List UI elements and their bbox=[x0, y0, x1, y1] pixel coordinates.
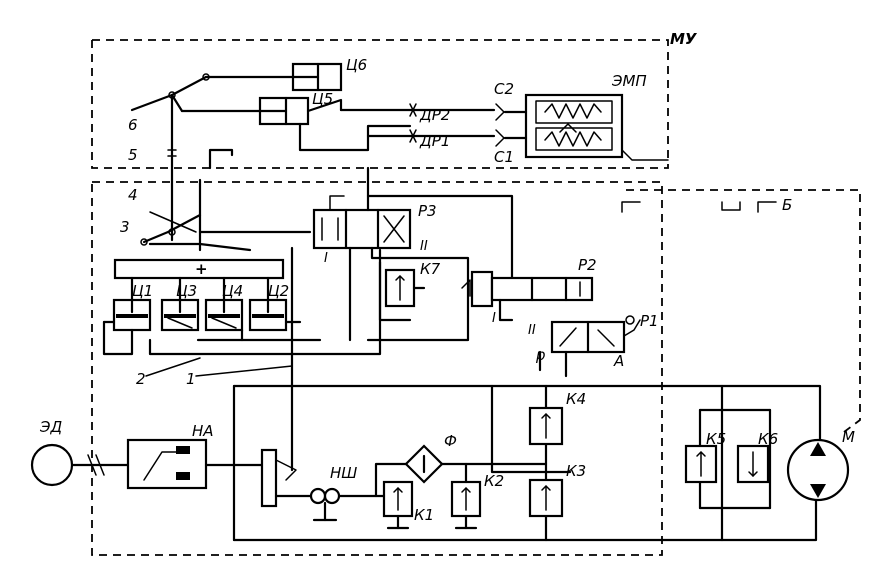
label-f: Ф bbox=[444, 432, 457, 450]
label-c2: Ц2 bbox=[268, 282, 289, 300]
label-s2: С2 bbox=[494, 80, 514, 98]
label-c6: Ц6 bbox=[346, 56, 367, 74]
label-n5: 5 bbox=[128, 146, 138, 164]
label-nsh: НШ bbox=[330, 464, 357, 482]
label-m: М bbox=[842, 428, 855, 446]
label-b: Б bbox=[782, 196, 792, 214]
label-n4: 4 bbox=[128, 186, 138, 204]
label-n2: 2 bbox=[136, 370, 146, 388]
label-p3: Р3 bbox=[418, 202, 437, 220]
main-frame bbox=[91, 181, 663, 556]
hydro-motor-m: М bbox=[786, 428, 855, 502]
label-k3: К3 bbox=[566, 462, 586, 480]
label-c3: Ц3 bbox=[176, 282, 197, 300]
label-k1: К1 bbox=[414, 506, 434, 524]
throttle-dr2: ДР2 bbox=[339, 103, 496, 124]
label-c1: Ц1 bbox=[132, 282, 153, 300]
label-s1: С1 bbox=[494, 148, 514, 166]
control-unit-frame: МУ bbox=[91, 30, 698, 169]
cylinder-c5: Ц5 bbox=[180, 90, 333, 126]
label-valve-p3-pos-ii: II bbox=[420, 239, 428, 254]
emp-converter: ЭМП bbox=[503, 72, 669, 161]
feedback-line: Б bbox=[621, 189, 861, 436]
label-valve-p2-pos-i: I bbox=[492, 311, 496, 326]
label-valve-p3-pos-i: I bbox=[324, 251, 328, 266]
cylinder-block: + Ц1 Ц3 Ц4 Ц2 2 1 bbox=[102, 248, 382, 388]
label-k5: К5 bbox=[706, 430, 726, 448]
label-p2: Р2 bbox=[578, 256, 597, 274]
label-n3: 3 bbox=[120, 218, 130, 236]
valve-p2: Р2 I II bbox=[461, 256, 597, 338]
valve-k5-k6-block: К5 К6 bbox=[684, 408, 778, 510]
label-k2: К2 bbox=[484, 472, 504, 490]
valve-k7: К7 bbox=[378, 260, 441, 322]
valve-k1: К1 bbox=[374, 480, 434, 530]
lever-system: 6 5 4 3 bbox=[120, 73, 312, 252]
label-ed: ЭД bbox=[39, 418, 62, 436]
cylinder-c6: Ц6 bbox=[204, 56, 367, 92]
label-plus: + bbox=[195, 260, 208, 278]
gear-pump-nsh: НШ bbox=[260, 448, 357, 522]
label-p1: Р1 bbox=[640, 312, 659, 330]
label-mu: МУ bbox=[670, 30, 698, 48]
valve-k3: К3 bbox=[528, 462, 586, 518]
throttle-dr1: ДР1 bbox=[366, 129, 496, 150]
valve-p3: Р3 I II bbox=[312, 166, 514, 342]
label-a: А bbox=[613, 352, 624, 370]
valve-p1: Р1 р А bbox=[535, 312, 659, 378]
label-k6: К6 bbox=[758, 430, 778, 448]
pump-na: НА bbox=[126, 422, 264, 490]
valve-k4: К4 bbox=[528, 390, 586, 446]
valve-k2: К2 bbox=[450, 462, 504, 530]
nozzle-s2: С2 bbox=[494, 80, 514, 121]
label-k7: К7 bbox=[420, 260, 441, 278]
label-dr2: ДР2 bbox=[419, 106, 450, 124]
label-valve-p2-pos-ii: II bbox=[528, 323, 536, 338]
label-n1: 1 bbox=[186, 370, 196, 388]
label-n6: 6 bbox=[128, 116, 138, 134]
label-dr1: ДР1 bbox=[419, 132, 450, 150]
label-p: р bbox=[535, 346, 546, 364]
label-na: НА bbox=[192, 422, 214, 440]
label-c4: Ц4 bbox=[222, 282, 243, 300]
filter-f: Ф bbox=[337, 432, 548, 498]
nozzle-s1: С1 bbox=[494, 129, 514, 166]
electric-motor-ed: ЭД bbox=[30, 418, 130, 487]
label-emp: ЭМП bbox=[611, 72, 647, 90]
label-k4: К4 bbox=[566, 390, 586, 408]
